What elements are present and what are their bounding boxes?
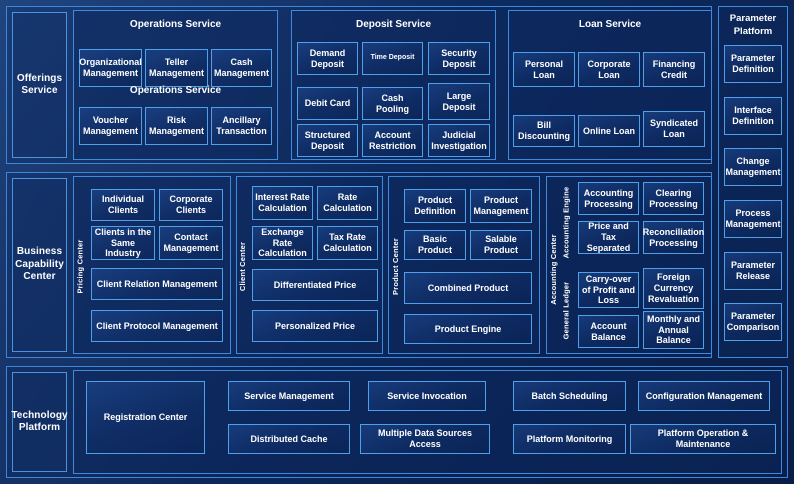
- box-large-deposit[interactable]: Large Deposit: [428, 83, 490, 120]
- box-syndicated-loan[interactable]: Syndicated Loan: [643, 111, 705, 147]
- rail-business-capability-center: Business Capability Center: [12, 178, 67, 352]
- box-teller-management[interactable]: Teller Management: [145, 49, 208, 87]
- box-client-protocol-management[interactable]: Client Protocol Management: [91, 310, 223, 342]
- box-financing-credit[interactable]: Financing Credit: [643, 52, 705, 87]
- box-corporate-loan[interactable]: Corporate Loan: [578, 52, 640, 87]
- group-accounting-engine-label: Accounting Engine: [561, 186, 571, 258]
- box-personalized-price[interactable]: Personalized Price: [252, 310, 378, 342]
- box-product-engine[interactable]: Product Engine: [404, 314, 532, 344]
- sidebar-title-line2: Platform: [733, 25, 773, 37]
- box-platform-monitoring[interactable]: Platform Monitoring: [513, 424, 626, 454]
- box-interface-definition[interactable]: Interface Definition: [724, 97, 782, 135]
- box-account-restriction[interactable]: Account Restriction: [362, 124, 423, 157]
- box-security-deposit[interactable]: Security Deposit: [428, 42, 490, 75]
- box-contact-management[interactable]: Contact Management: [159, 226, 223, 260]
- sidebar-title-line1: Parameter: [729, 13, 777, 24]
- box-process-management[interactable]: Process Management: [724, 200, 782, 238]
- box-judicial-investigation[interactable]: Judicial Investigation: [428, 124, 490, 157]
- box-corporate-clients[interactable]: Corporate Clients: [159, 189, 223, 221]
- box-configuration-management[interactable]: Configuration Management: [638, 381, 770, 411]
- group-product-center-label: Product Center: [390, 237, 400, 295]
- group-pricing-center-label: Pricing Center: [75, 238, 85, 294]
- sidebar-title: Parameter Platform: [718, 13, 788, 39]
- box-ancillary-transaction[interactable]: Ancillary Transaction: [211, 107, 272, 145]
- box-distributed-cache[interactable]: Distributed Cache: [228, 424, 350, 454]
- box-product-definition[interactable]: Product Definition: [404, 189, 466, 223]
- box-batch-scheduling[interactable]: Batch Scheduling: [513, 381, 626, 411]
- box-service-invocation[interactable]: Service Invocation: [368, 381, 486, 411]
- group-loan-service-title: Loan Service: [578, 19, 642, 30]
- box-risk-management[interactable]: Risk Management: [145, 107, 208, 145]
- box-organizational-management[interactable]: Organizational Management: [79, 49, 142, 87]
- group-general-ledger-label: General Ledger: [561, 281, 571, 339]
- box-salable-product[interactable]: Salable Product: [470, 230, 532, 260]
- box-combined-product[interactable]: Combined Product: [404, 272, 532, 304]
- rail-offerings-service-label: Offerings Service: [16, 72, 63, 97]
- box-bill-discounting[interactable]: Bill Discounting: [513, 115, 575, 147]
- box-structured-deposit[interactable]: Structured Deposit: [297, 124, 358, 157]
- box-foreign-currency-revaluation[interactable]: Foreign Currency Revaluation: [643, 268, 704, 309]
- group-deposit-service-title: Deposit Service: [355, 19, 432, 30]
- box-registration-center[interactable]: Registration Center: [86, 381, 205, 454]
- stray-operations-service-label: Operations Service: [129, 85, 222, 96]
- box-differentiated-price[interactable]: Differentiated Price: [252, 269, 378, 301]
- box-parameter-comparison[interactable]: Parameter Comparison: [724, 303, 782, 341]
- box-clearing-processing[interactable]: Clearing Processing: [643, 182, 704, 215]
- box-monthly-and-annual-balance[interactable]: Monthly and Annual Balance: [643, 311, 704, 349]
- box-service-management[interactable]: Service Management: [228, 381, 350, 411]
- box-multiple-data-sources-access[interactable]: Multiple Data Sources Access: [360, 424, 490, 454]
- box-individual-clients[interactable]: Individual Clients: [91, 189, 155, 221]
- group-operations-service-title: Operations Service: [129, 19, 222, 30]
- box-client-relation-management[interactable]: Client Relation Management: [91, 268, 223, 300]
- box-time-deposit[interactable]: Time Deposit: [362, 42, 423, 75]
- rail-offerings-service: Offerings Service: [12, 12, 67, 158]
- rail-technology-platform-label: Technology Platform: [11, 409, 68, 434]
- box-carry-over-of-profit-and-loss[interactable]: Carry-over of Profit and Loss: [578, 272, 639, 308]
- box-price-and-tax-separated[interactable]: Price and Tax Separated: [578, 221, 639, 254]
- box-platform-operation-and-maintenance[interactable]: Platform Operation & Maintenance: [630, 424, 776, 454]
- rail-business-capability-center-label: Business Capability Center: [15, 246, 64, 283]
- group-client-center-label: Client Center: [238, 241, 248, 291]
- box-account-balance[interactable]: Account Balance: [578, 315, 639, 348]
- box-product-management[interactable]: Product Management: [470, 189, 532, 223]
- box-tax-rate-calculation[interactable]: Tax Rate Calculation: [317, 226, 378, 260]
- box-personal-loan[interactable]: Personal Loan: [513, 52, 575, 87]
- box-accounting-processing[interactable]: Accounting Processing: [578, 182, 639, 215]
- box-online-loan[interactable]: Online Loan: [578, 115, 640, 147]
- box-reconciliation-processing[interactable]: Reconciliation Processing: [643, 221, 704, 254]
- box-parameter-definition[interactable]: Parameter Definition: [724, 45, 782, 83]
- rail-technology-platform: Technology Platform: [11, 372, 68, 472]
- box-clients-in-the-same-industry[interactable]: Clients in the Same Industry: [91, 226, 155, 260]
- box-parameter-release[interactable]: Parameter Release: [724, 252, 782, 290]
- box-basic-product[interactable]: Basic Product: [404, 230, 466, 260]
- box-cash-pooling[interactable]: Cash Pooling: [362, 87, 423, 120]
- box-change-management[interactable]: Change Management: [724, 148, 782, 186]
- box-voucher-management[interactable]: Voucher Management: [79, 107, 142, 145]
- box-exchange-rate-calculation[interactable]: Exchange Rate Calculation: [252, 226, 313, 260]
- box-demand-deposit[interactable]: Demand Deposit: [297, 42, 358, 75]
- group-accounting-center-label: Accounting Center: [548, 233, 558, 305]
- box-cash-management[interactable]: Cash Management: [211, 49, 272, 87]
- box-interest-rate-calculation[interactable]: Interest Rate Calculation: [252, 186, 313, 220]
- box-debit-card[interactable]: Debit Card: [297, 87, 358, 120]
- box-rate-calculation[interactable]: Rate Calculation: [317, 186, 378, 220]
